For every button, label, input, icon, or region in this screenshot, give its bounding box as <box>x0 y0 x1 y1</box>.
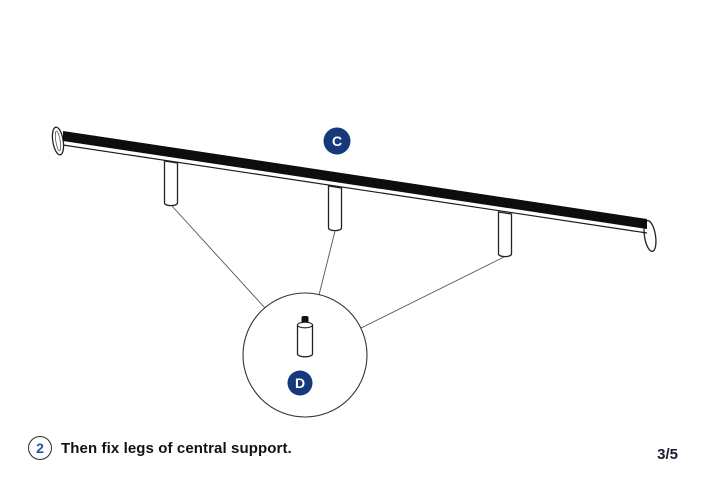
leg-detail-cylinder <box>296 324 314 358</box>
beam-bottom-edge <box>62 144 648 234</box>
leg-3 <box>497 211 513 258</box>
step-number-circle: 2 <box>28 436 52 460</box>
leg-2 <box>327 185 343 232</box>
badge-c-label: C <box>332 133 342 149</box>
beam <box>63 131 647 229</box>
page-indicator: 3/5 <box>657 446 678 463</box>
leg-detail-cylinder-top <box>296 321 314 329</box>
step-number: 2 <box>36 440 44 456</box>
badge-d-circle <box>287 370 313 396</box>
leader-line-1 <box>171 205 266 309</box>
beam-right-endcap <box>643 220 657 252</box>
beam-left-endcap-inner <box>54 130 62 152</box>
leg-1 <box>163 160 179 207</box>
step-row: 2 Then fix legs of central support. <box>28 436 292 460</box>
badge-d-label: D <box>295 375 305 391</box>
badge-c-circle <box>323 127 351 155</box>
leader-line-3 <box>360 256 505 329</box>
leader-line-2 <box>318 230 336 296</box>
instruction-text: Then fix legs of central support. <box>61 439 292 457</box>
